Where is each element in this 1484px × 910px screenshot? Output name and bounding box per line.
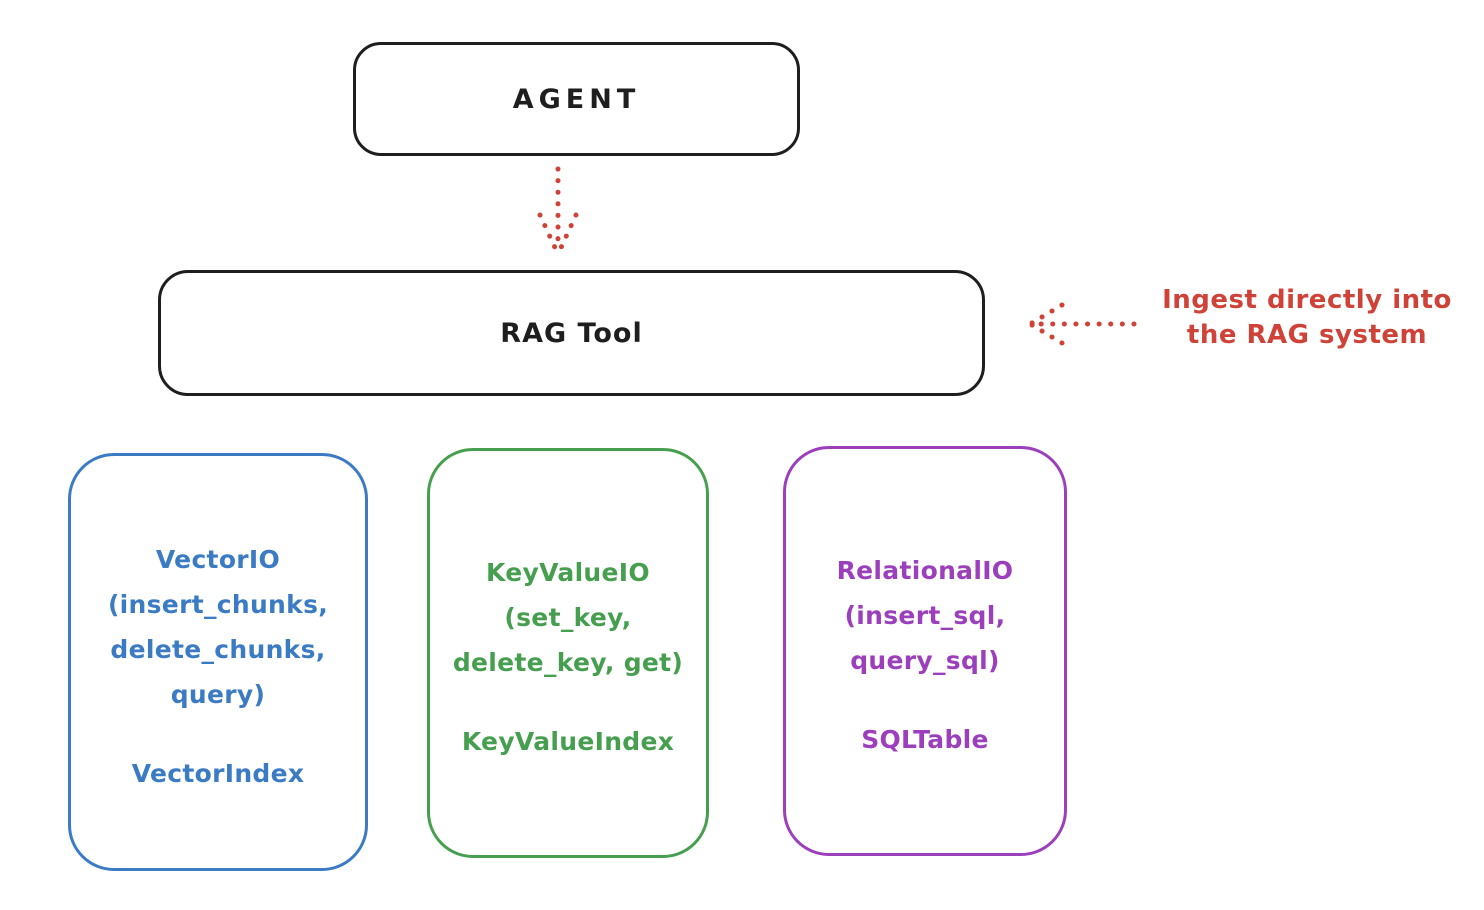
keyvalue-io-box: KeyValueIO (set_key, delete_key, get) Ke…: [427, 448, 709, 858]
rag-tool-node: RAG Tool: [158, 270, 985, 396]
relational-io-box: RelationalIO (insert_sql, query_sql) SQL…: [783, 446, 1067, 856]
relational-index-label: SQLTable: [861, 725, 989, 754]
relational-io-label: RelationalIO (insert_sql, query_sql): [836, 556, 1014, 675]
ingest-annotation: Ingest directly into the RAG system: [1162, 285, 1452, 350]
agent-node: AGENT: [353, 42, 800, 156]
keyvalue-io-label: KeyValueIO (set_key, delete_key, get): [452, 558, 684, 677]
agent-label: AGENT: [512, 83, 641, 115]
vector-io-label: VectorIO (insert_chunks, delete_chunks, …: [107, 544, 329, 709]
dotted-arrow-down-icon: [537, 166, 579, 255]
rag-tool-label: RAG Tool: [500, 317, 643, 349]
vector-io-box: VectorIO (insert_chunks, delete_chunks, …: [68, 453, 368, 871]
keyvalue-index-label: KeyValueIndex: [461, 727, 675, 756]
vector-index-label: VectorIndex: [131, 758, 305, 788]
dotted-arrow-left-icon: [1029, 302, 1137, 346]
